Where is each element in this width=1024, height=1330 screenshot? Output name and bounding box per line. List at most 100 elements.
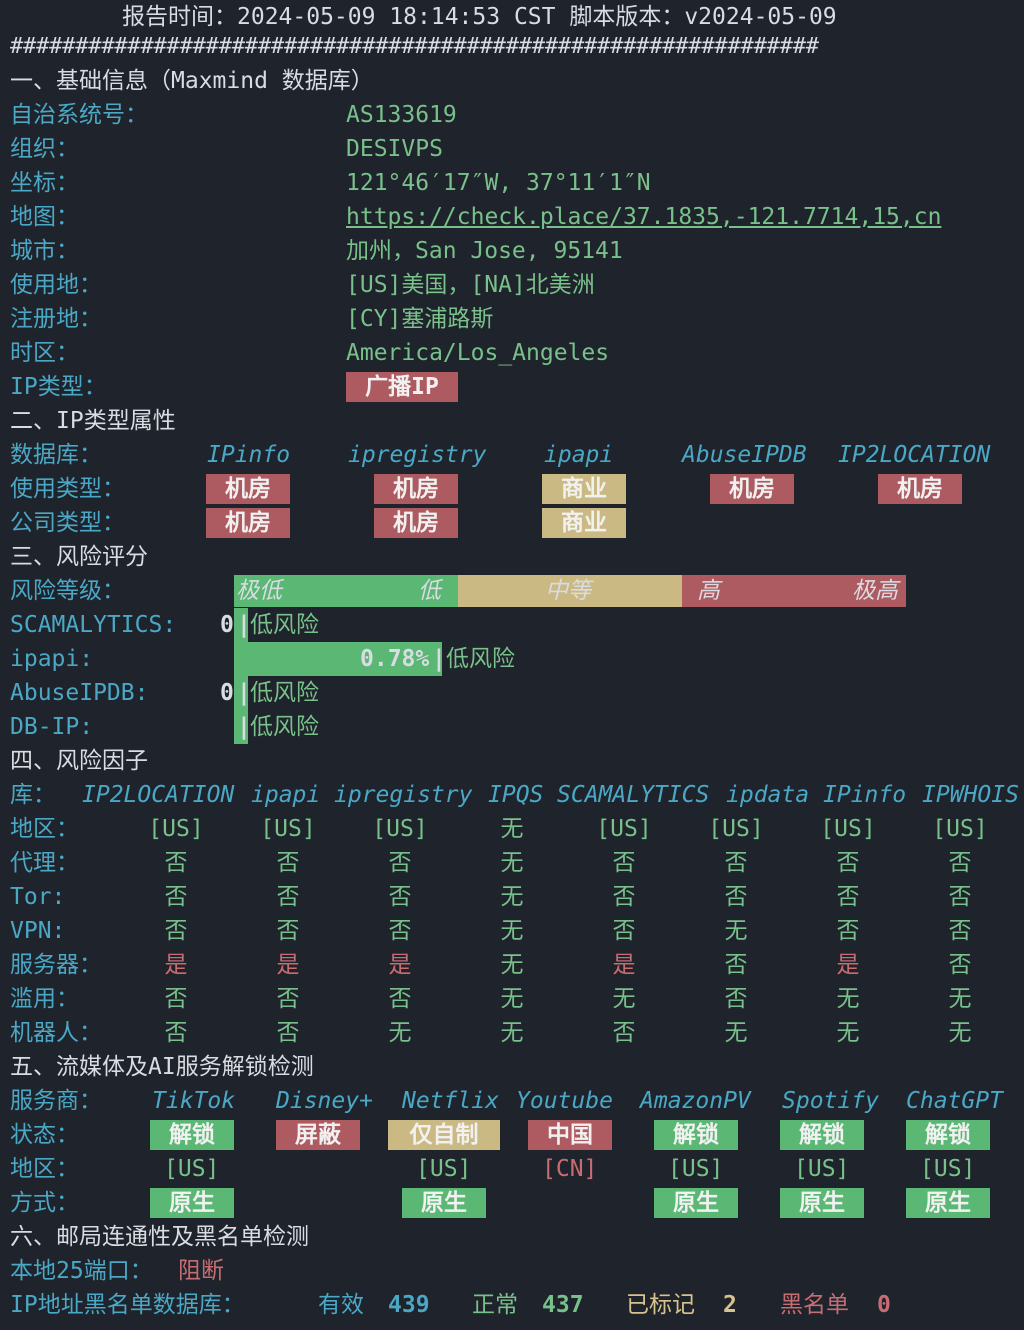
disney-status-badge: 屏蔽 — [276, 1120, 360, 1150]
db-ipregistry: ipregistry — [348, 442, 487, 468]
factor-cell: 否 — [164, 918, 188, 944]
netflix-region: [US] — [416, 1156, 472, 1182]
iptype-badge: 广播IP — [346, 372, 458, 402]
map-link[interactable]: https://check.place/37.1835,-121.7714,15… — [346, 204, 942, 230]
factor-cell: 无 — [500, 1020, 524, 1046]
method-label: 方式： — [10, 1190, 79, 1216]
scamalytics-risk-text: 低风险 — [250, 612, 319, 638]
tiktok-status-badge: 解锁 — [150, 1120, 234, 1150]
factor-cell: 无 — [948, 986, 972, 1012]
risk-level-label: 风险等级： — [10, 578, 125, 604]
divider: ########################################… — [10, 34, 819, 59]
factor-cell: 无 — [500, 918, 524, 944]
factor-cell: 无 — [500, 986, 524, 1012]
usage-abuseipdb-badge: 机房 — [710, 474, 794, 504]
db-abuseipdb: AbuseIPDB — [682, 442, 807, 468]
ipapi-risk-label: ipapi: — [10, 646, 94, 672]
asn-label: 自治系统号： — [10, 102, 148, 128]
org-label: 组织： — [10, 136, 79, 162]
amazonpv-status-badge: 解锁 — [654, 1120, 738, 1150]
lib-label: 库： — [10, 782, 56, 808]
factor-row-label: 代理： — [10, 850, 79, 876]
company-type-label: 公司类型： — [10, 510, 125, 536]
spotify-region: [US] — [794, 1156, 850, 1182]
provider-label: 服务商： — [10, 1088, 102, 1114]
usage-place-value: [US]美国，[NA]北美洲 — [346, 272, 595, 298]
marked-value: 2 — [723, 1292, 737, 1318]
scale-low: 低 — [418, 578, 441, 604]
factor-cell: 是 — [388, 952, 412, 978]
scale-high: 高 — [697, 578, 720, 604]
port25-value: 阻断 — [178, 1258, 224, 1284]
factor-cell: 否 — [276, 850, 300, 876]
normal-value: 437 — [542, 1292, 584, 1318]
blacklist-label: 黑名单 — [780, 1292, 849, 1318]
db-label: 数据库： — [10, 442, 102, 468]
blacklist-value: 0 — [877, 1292, 891, 1318]
tiktok-region: [US] — [164, 1156, 220, 1182]
factor-cell: 否 — [164, 884, 188, 910]
abuseipdb-risk-text: 低风险 — [250, 680, 319, 706]
usage-ipinfo-badge: 机房 — [206, 474, 290, 504]
factor-cell: 否 — [836, 918, 860, 944]
factor-cell: 否 — [612, 850, 636, 876]
risk-scale-high-segment — [682, 575, 906, 607]
factor-cell: 否 — [724, 850, 748, 876]
provider-spotify: Spotify — [782, 1088, 879, 1114]
factor-cell: 否 — [948, 918, 972, 944]
factor-cell: 否 — [388, 884, 412, 910]
factor-cell: 否 — [612, 884, 636, 910]
report-time: 报告时间：2024-05-09 18:14:53 CST 脚本版本：v2024-… — [122, 4, 837, 30]
iptype-label: IP类型： — [10, 374, 107, 400]
factor-cell: 无 — [724, 918, 748, 944]
factor-cell: 是 — [836, 952, 860, 978]
lib-ipqs: IPQS — [488, 782, 544, 808]
scamalytics-separator: | — [237, 612, 251, 638]
factor-cell: 无 — [500, 952, 524, 978]
youtube-status-badge: 中国 — [528, 1120, 612, 1150]
provider-amazonpv: AmazonPV — [640, 1088, 751, 1114]
netflix-status-badge: 仅自制 — [388, 1120, 500, 1150]
factor-cell: 无 — [612, 986, 636, 1012]
usage-place-label: 使用地： — [10, 272, 102, 298]
factor-cell: 否 — [388, 918, 412, 944]
factor-cell: 否 — [836, 884, 860, 910]
usage-type-label: 使用类型： — [10, 476, 125, 502]
section-risk-title: 三、风险评分 — [10, 544, 148, 570]
ipapi-separator: | — [432, 646, 446, 672]
timezone-label: 时区： — [10, 340, 79, 366]
abuseipdb-risk-score: 0 — [220, 680, 234, 706]
amazonpv-region: [US] — [668, 1156, 724, 1182]
dbip-risk-label: DB-IP: — [10, 714, 94, 740]
factor-row-label: 滥用： — [10, 986, 79, 1012]
org-value: DESIVPS — [346, 136, 443, 162]
factor-cell: [US] — [932, 816, 988, 842]
factor-cell: 否 — [724, 952, 748, 978]
section-mail-title: 六、邮局连通性及黑名单检测 — [10, 1224, 309, 1250]
marked-label: 已标记 — [626, 1292, 695, 1318]
factor-cell: [US] — [708, 816, 764, 842]
lib-ipinfo: IPinfo — [823, 782, 907, 808]
factor-cell: 否 — [276, 986, 300, 1012]
lib-ipapi: ipapi — [251, 782, 321, 808]
blacklist-db-label: IP地址黑名单数据库： — [10, 1292, 245, 1318]
youtube-region: [CN] — [542, 1156, 598, 1182]
factor-cell: 否 — [724, 884, 748, 910]
port25-label: 本地25端口： — [10, 1258, 153, 1284]
scale-very-high: 极高 — [852, 578, 898, 604]
factor-cell: [US] — [596, 816, 652, 842]
ipapi-risk-bar — [234, 642, 442, 676]
valid-label: 有效 — [318, 1292, 364, 1318]
factor-cell: 无 — [500, 816, 524, 842]
netflix-method-badge: 原生 — [402, 1188, 486, 1218]
company-ipregistry-badge: 机房 — [374, 508, 458, 538]
factor-cell: 否 — [164, 850, 188, 876]
lib-ipregistry: ipregistry — [334, 782, 473, 808]
valid-value: 439 — [388, 1292, 430, 1318]
factor-row-label: Tor: — [10, 884, 66, 910]
scale-very-low: 极低 — [236, 578, 282, 604]
db-ip2location: IP2LOCATION — [838, 442, 991, 468]
normal-label: 正常 — [472, 1292, 518, 1318]
factor-cell: 否 — [276, 884, 300, 910]
provider-netflix: Netflix — [402, 1088, 499, 1114]
